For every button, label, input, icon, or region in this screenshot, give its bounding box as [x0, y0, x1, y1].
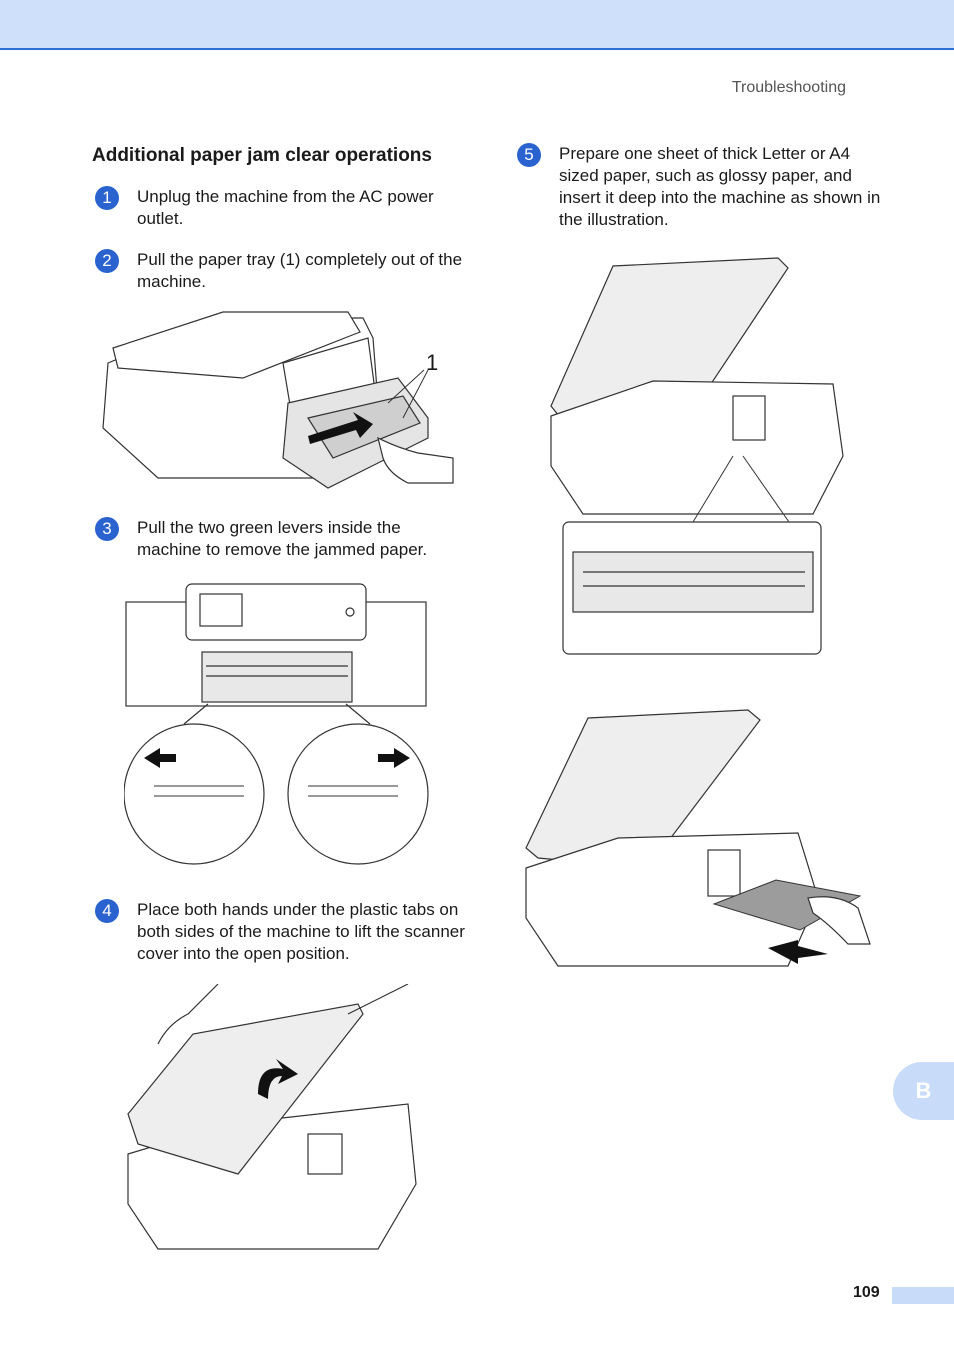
scanner-cover-open-illustration: [118, 984, 418, 1254]
step-text: Unplug the machine from the AC power out…: [137, 187, 434, 228]
step-1: 1 Unplug the machine from the AC power o…: [95, 186, 465, 230]
step-number-badge: 5: [517, 143, 541, 167]
footer-bar: [892, 1287, 954, 1304]
step-text: Pull the two green levers inside the mac…: [137, 518, 428, 559]
open-machine-with-inset-illustration: [543, 256, 848, 658]
step-3: 3 Pull the two green levers inside the m…: [95, 517, 465, 561]
section-title: Additional paper jam clear operations: [92, 145, 432, 166]
green-levers-illustration: [124, 576, 434, 868]
running-header: Troubleshooting: [731, 79, 846, 96]
step-number-badge: 4: [95, 899, 119, 923]
step-2: 2 Pull the paper tray (1) completely out…: [95, 249, 465, 293]
chapter-tab: B: [893, 1062, 954, 1120]
step-text: Place both hands under the plastic tabs …: [137, 900, 465, 963]
step-number-badge: 3: [95, 517, 119, 541]
step-5: 5 Prepare one sheet of thick Letter or A…: [517, 143, 885, 231]
callout-label: 1: [426, 350, 439, 375]
insert-paper-illustration: [518, 708, 874, 970]
printer-tray-illustration: 1: [98, 308, 458, 494]
step-number-badge: 1: [95, 186, 119, 210]
step-text: Pull the paper tray (1) completely out o…: [137, 250, 463, 291]
page-number: 109: [853, 1284, 880, 1301]
step-number-badge: 2: [95, 249, 119, 273]
step-4: 4 Place both hands under the plastic tab…: [95, 899, 465, 965]
step-text: Prepare one sheet of thick Letter or A4 …: [559, 144, 881, 229]
top-header-band: [0, 0, 954, 50]
